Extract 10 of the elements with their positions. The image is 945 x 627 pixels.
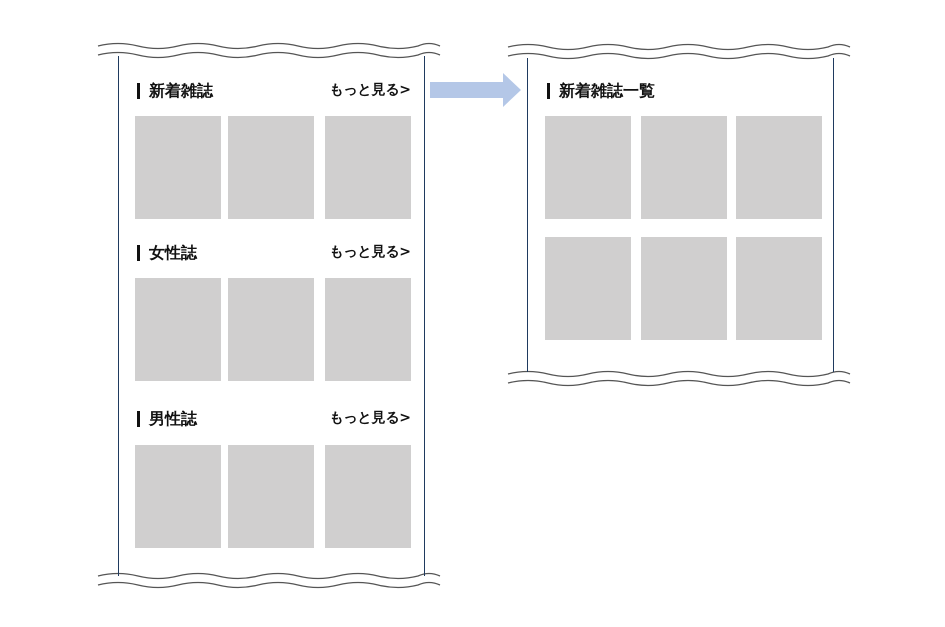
- more-link: もっと見る>: [329, 81, 411, 100]
- section-heading: 新着雑誌一覧: [559, 81, 655, 101]
- screen-frame: [527, 58, 834, 372]
- screen-frame: [118, 56, 425, 576]
- more-link: もっと見る>: [329, 409, 411, 428]
- section-heading: 新着雑誌: [149, 81, 213, 101]
- arrow: [430, 73, 521, 107]
- section-heading: 女性誌: [149, 243, 197, 263]
- more-link: もっと見る>: [329, 243, 411, 262]
- section-heading: 男性誌: [149, 409, 197, 429]
